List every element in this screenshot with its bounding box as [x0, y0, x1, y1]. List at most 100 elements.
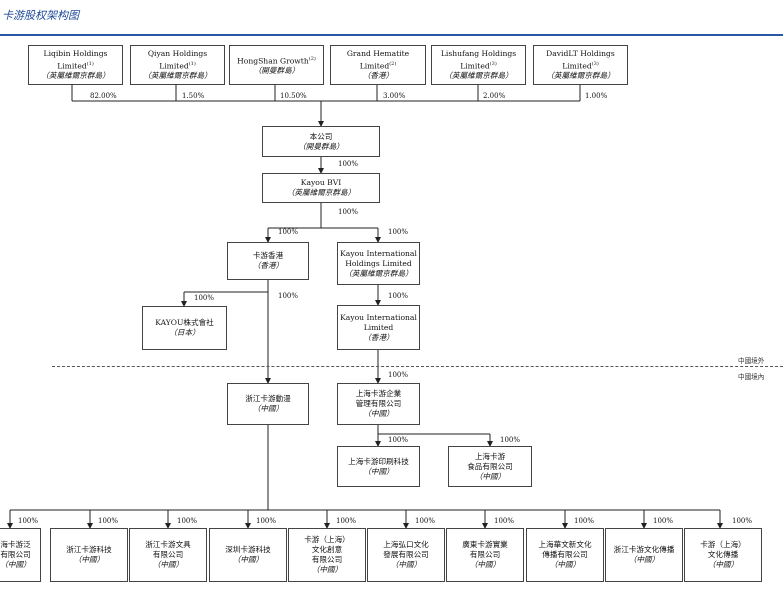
shareholder-place: （英屬維爾京群島）	[41, 71, 110, 81]
subsidiary-name-line: 文化創意	[311, 545, 343, 554]
subsidiary-box: 浙江卡游科技 （中國）	[50, 528, 128, 582]
sh-food-place: （中國）	[474, 471, 506, 481]
kayou-hk-box: 卡游香港 （香港）	[227, 242, 309, 280]
japan-place: （日本）	[169, 328, 200, 337]
pct-label: 82.00%	[90, 92, 117, 100]
shareholder-box-hongshan: HongShan Growth(2) （開曼群島）	[229, 45, 324, 85]
subsidiary-box: 卡游（上海） 文化傳播 （中國）	[684, 528, 762, 582]
subsidiary-place: （中國）	[232, 555, 264, 564]
hk-place: （香港）	[252, 261, 284, 270]
shareholder-name: Liqibin Holdings	[43, 48, 108, 58]
shareholder-name-line2: Limited	[57, 61, 87, 71]
subsidiary-name-line: 傳播有限公司	[542, 550, 588, 559]
pct-label: 10.50%	[280, 92, 307, 100]
subsidiary-place: （中國）	[0, 560, 31, 569]
subsidiary-name-line: 深圳卡游科技	[225, 545, 271, 554]
subsidiary-place: （中國）	[628, 555, 660, 564]
subsidiary-box: 浙江卡游文具 有限公司 （中國）	[129, 528, 207, 582]
subsidiary-name-line: 有限公司	[0, 550, 31, 559]
subsidiary-name-line: 上海弘口文化	[383, 540, 429, 549]
shareholder-name-line2: Limited	[159, 61, 189, 71]
subsidiary-name-line: 上海華文新文化	[538, 540, 592, 549]
hk-name: 卡游香港	[252, 251, 284, 260]
company-place: （開曼群島）	[298, 141, 344, 151]
sh-mgmt-place: （中國）	[363, 409, 394, 418]
shareholder-place: （開曼群島）	[253, 66, 300, 76]
pct-label: 100%	[18, 517, 39, 525]
pct-label: 100%	[278, 292, 299, 300]
pct-label: 100%	[415, 517, 436, 525]
sh-mgmt-name-line1: 上海卡游企業	[355, 389, 402, 398]
subsidiary-box: 海卡游泛 有限公司 （中國）	[0, 528, 41, 582]
kayou-intl-box: Kayou International Limited （香港）	[337, 305, 420, 350]
footnote-mark: (2)	[308, 55, 316, 62]
region-divider	[52, 366, 783, 367]
subsidiary-name-line: 卡游（上海）	[304, 535, 350, 544]
pct-label: 100%	[278, 228, 299, 236]
pct-label: 100%	[177, 517, 198, 525]
subsidiary-name-line: 卡游（上海）	[700, 540, 746, 549]
pct-label: 100%	[256, 517, 277, 525]
sh-print-place: （中國）	[363, 466, 394, 476]
pct-label: 100%	[98, 517, 119, 525]
shareholder-name: Qiyan Holdings	[147, 48, 208, 58]
footnote-mark: (3)	[489, 60, 497, 67]
sh-food-name-line2: 食品有限公司	[467, 461, 513, 471]
shareholder-place: （英屬維爾京群島）	[444, 71, 513, 81]
subsidiary-name-line: 浙江卡游文具	[145, 540, 191, 549]
footnote-mark: (2)	[389, 60, 397, 67]
page-title: 卡游股权架构图	[2, 9, 79, 22]
pct-label: 2.00%	[483, 92, 506, 100]
shareholder-place: （香港）	[362, 71, 394, 81]
pct-label: 1.50%	[182, 92, 205, 100]
shanghai-print-box: 上海卡游印刷科技 （中國）	[337, 446, 420, 487]
shareholder-name: HongShan Growth	[237, 56, 309, 66]
bvi-name: Kayou BVI	[300, 178, 342, 187]
pct-label: 100%	[653, 517, 674, 525]
shareholder-name: Grand Hematite Limited	[346, 48, 410, 71]
pct-label: 100%	[388, 292, 409, 300]
pct-label: 100%	[338, 160, 359, 168]
subsidiary-name-line: 有限公司	[469, 550, 501, 559]
subsidiary-place: （中國）	[549, 560, 581, 569]
pct-label: 1.00%	[585, 92, 608, 100]
footnote-mark: (1)	[188, 60, 196, 67]
bvi-place: （英屬維爾京群島）	[286, 188, 356, 197]
sh-mgmt-name-line2: 管理有限公司	[355, 399, 402, 408]
kayou-bvi-box: Kayou BVI （英屬維爾京群島）	[262, 173, 380, 203]
pct-label: 100%	[500, 436, 521, 444]
subsidiary-name-line: 浙江卡游文化傳播	[613, 545, 675, 554]
shareholder-box-qiyan: Qiyan Holdings Limited(1) （英屬維爾京群島）	[130, 45, 225, 85]
company-box: 本公司 （開曼群島）	[262, 126, 380, 157]
subsidiary-name-line: 海卡游泛	[0, 540, 31, 549]
subsidiary-name-line: 廣東卡游實業	[462, 540, 508, 549]
subsidiary-box: 廣東卡游實業 有限公司 （中國）	[446, 528, 524, 582]
subsidiary-name-line: 有限公司	[152, 550, 184, 559]
kih-name-line2: Holdings Limited	[345, 258, 412, 268]
kih-place: （英屬維爾京群島）	[344, 268, 413, 278]
subsidiary-name-line: 浙江卡游科技	[66, 545, 112, 554]
subsidiary-place: （中國）	[390, 560, 422, 569]
subsidiary-name-line: 有限公司	[311, 555, 343, 564]
company-name: 本公司	[309, 131, 333, 141]
zhejiang-kayou-animation-box: 浙江卡游動漫 （中國）	[227, 383, 309, 425]
subsidiary-box: 深圳卡游科技 （中國）	[209, 528, 287, 582]
zhejiang-place: （中國）	[252, 404, 284, 413]
pct-label: 3.00%	[383, 92, 406, 100]
page-header: 卡游股权架构图	[0, 0, 783, 36]
pct-label: 100%	[194, 294, 215, 302]
subsidiary-box: 上海華文新文化 傳播有限公司 （中國）	[526, 528, 604, 582]
shareholder-name: DavidLT Holdings	[546, 48, 615, 58]
pct-label: 100%	[388, 436, 409, 444]
pct-label: 100%	[388, 371, 409, 379]
region-inside-label: 中國境內	[738, 373, 765, 381]
kih-name-line1: Kayou International	[340, 248, 417, 258]
japan-name: KAYOU株式會社	[155, 318, 214, 327]
pct-label: 100%	[494, 517, 515, 525]
pct-label: 100%	[388, 228, 409, 236]
kayou-japan-box: KAYOU株式會社 （日本）	[142, 306, 227, 350]
shanghai-mgmt-box: 上海卡游企業 管理有限公司 （中國）	[337, 383, 420, 425]
subsidiary-name-line: 發展有限公司	[383, 550, 429, 559]
subsidiary-place: （中國）	[152, 560, 184, 569]
